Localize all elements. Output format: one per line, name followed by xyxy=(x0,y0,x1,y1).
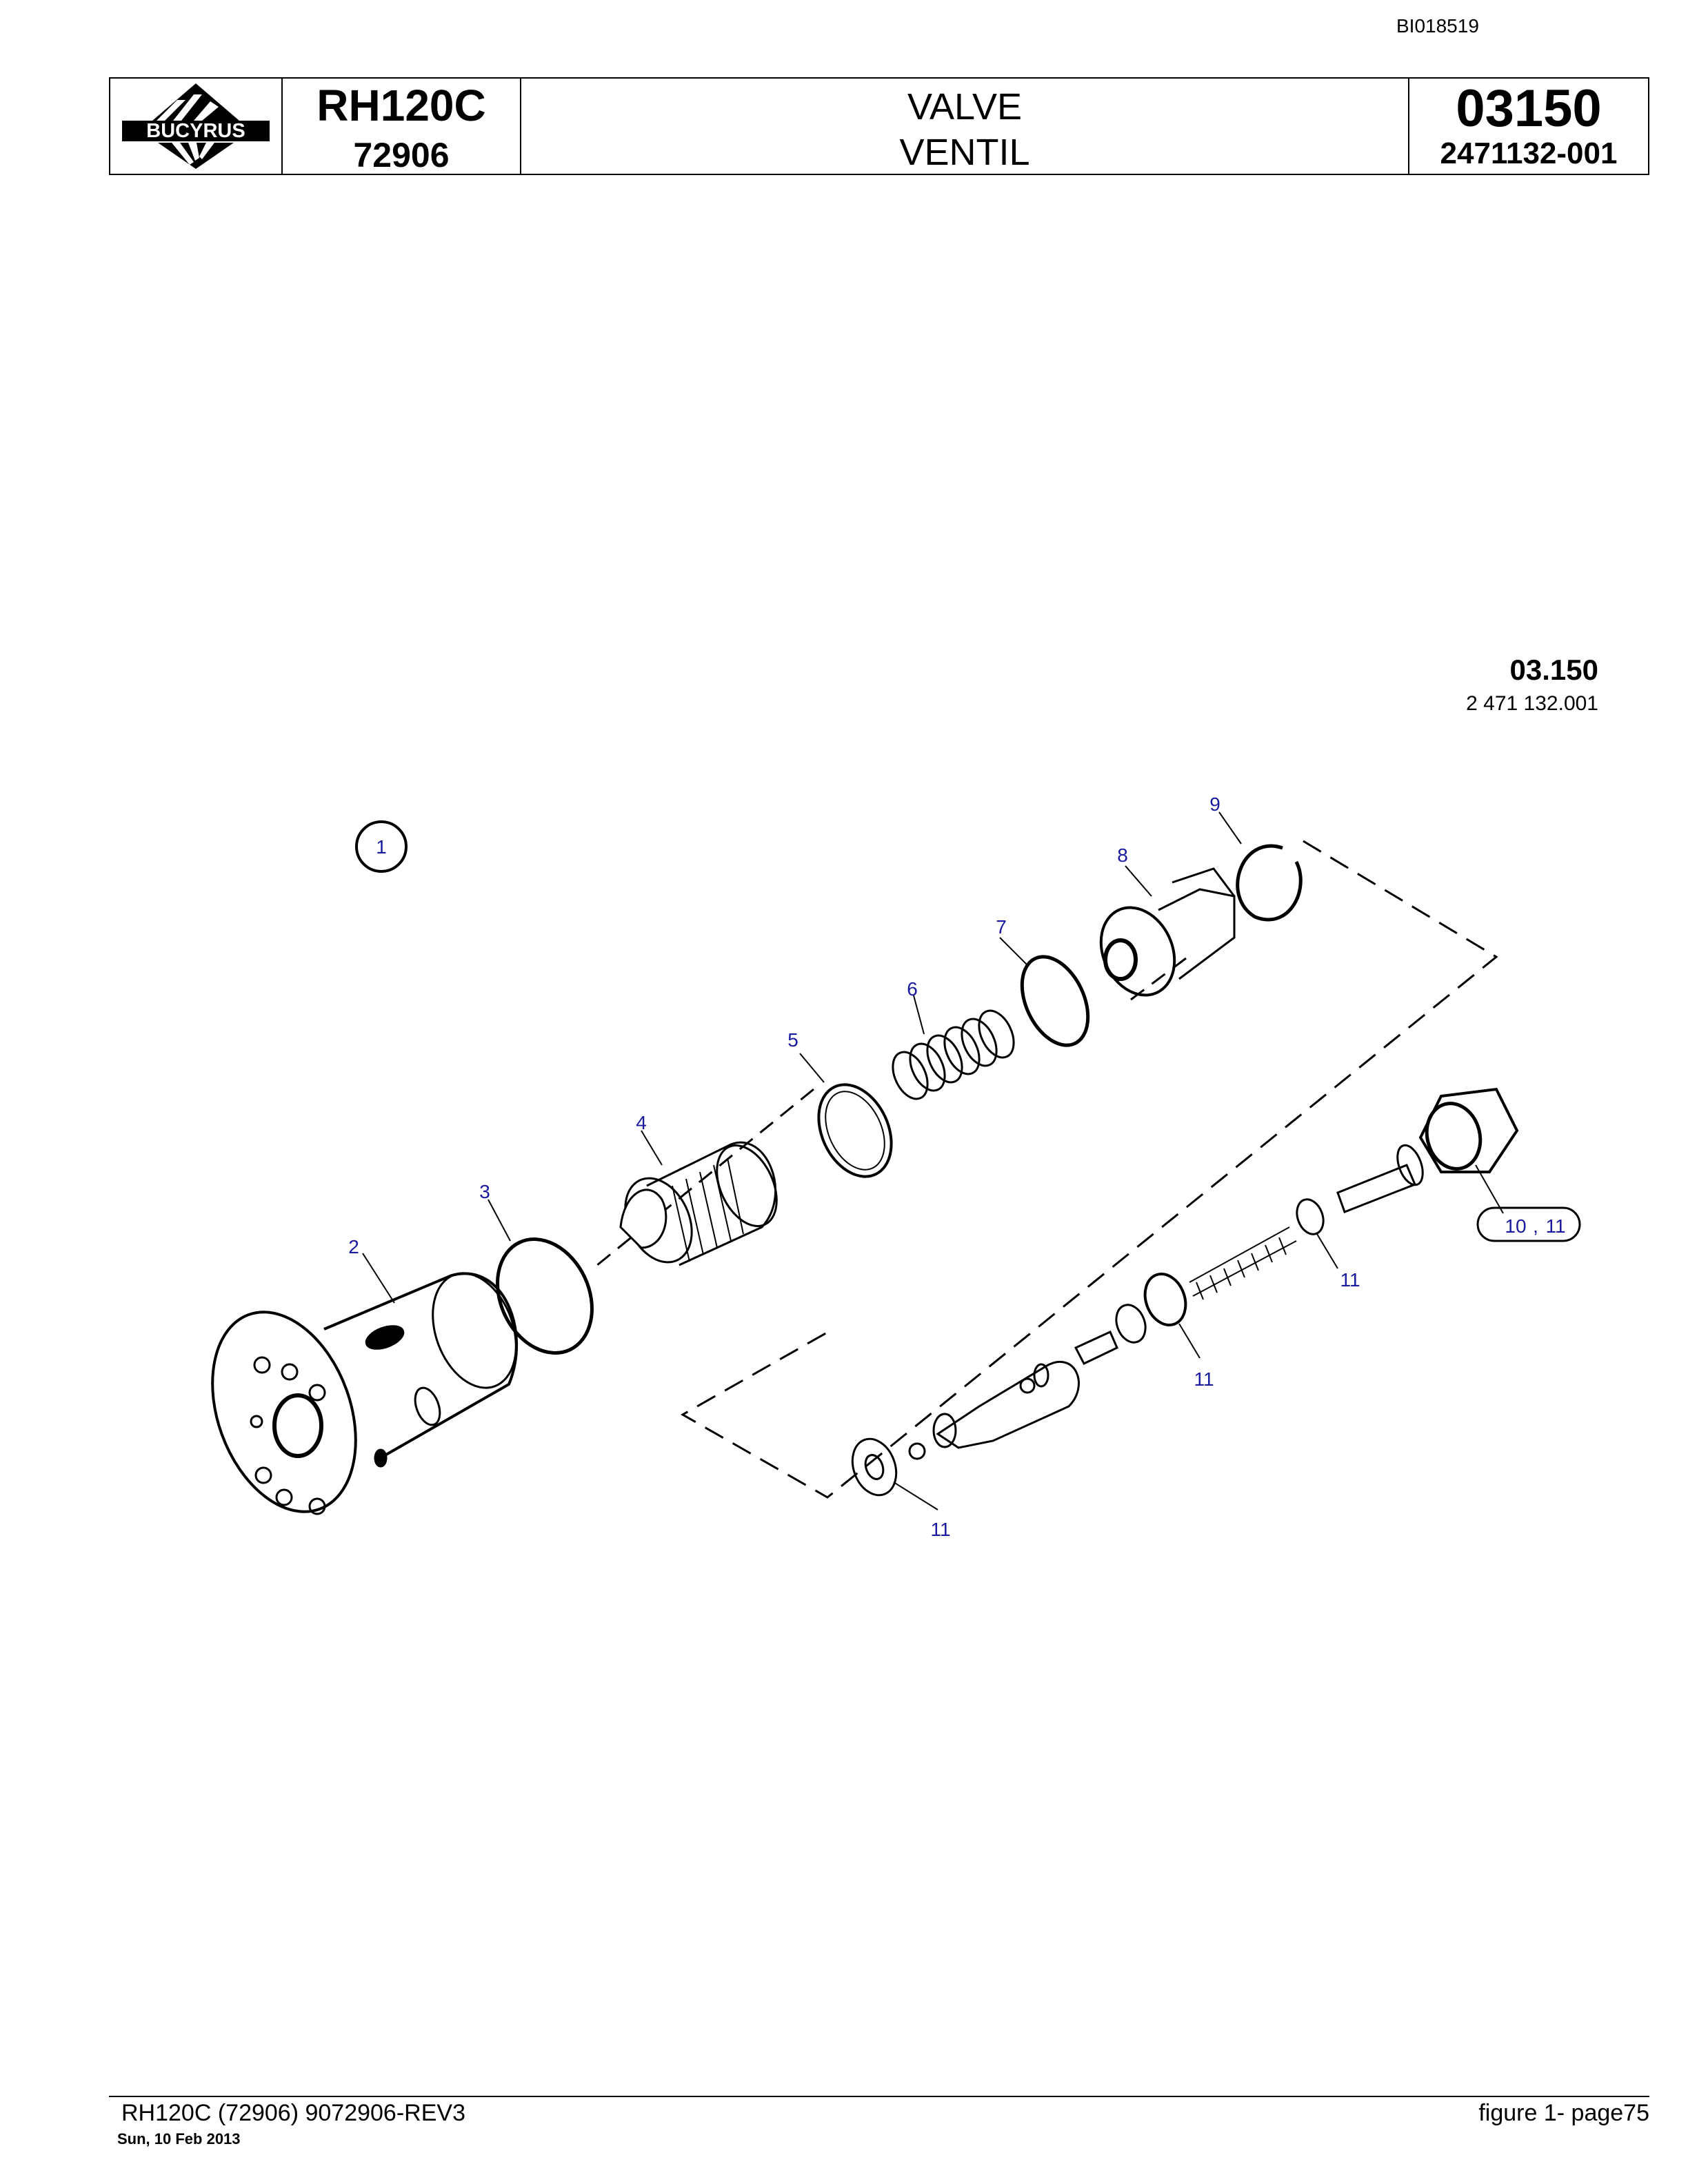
hex-nut xyxy=(1418,1087,1519,1173)
spring-6 xyxy=(892,1009,1015,1100)
bucyrus-logo: BUCYRUS xyxy=(122,83,270,169)
callout-11-a: 11 xyxy=(1545,1215,1565,1237)
logo-cell: BUCYRUS xyxy=(110,79,283,174)
title-cell: VALVE VENTIL xyxy=(521,79,1409,174)
logo-text: BUCYRUS xyxy=(146,120,245,142)
plunger xyxy=(1336,1144,1424,1213)
o-ring-7 xyxy=(1020,955,1090,1047)
callout-4: 4 xyxy=(636,1112,647,1133)
callout-11-b: 11 xyxy=(1340,1269,1360,1291)
serial-number: 72906 xyxy=(353,136,450,174)
spring-lower xyxy=(1189,1226,1297,1300)
o-ring-3 xyxy=(496,1237,594,1355)
washer-11b xyxy=(1296,1198,1325,1235)
ball xyxy=(908,1442,926,1460)
callout-separator: , xyxy=(1533,1215,1538,1237)
valve-spool xyxy=(932,1360,1080,1449)
callout-11-c: 11 xyxy=(1194,1368,1214,1390)
footer-date: Sun, 10 Feb 2013 xyxy=(117,2130,241,2147)
pin xyxy=(1074,1304,1147,1365)
title-german: VENTIL xyxy=(899,132,1030,173)
code-cell: 03150 2471132-001 xyxy=(1409,79,1648,174)
model-cell: RH120C 72906 xyxy=(283,79,521,174)
footer-document-ref: RH120C (72906) 9072906-REV3 xyxy=(121,2100,465,2126)
title-block: BUCYRUS RH120C 72906 VALVE VENTIL 03150 … xyxy=(109,77,1649,175)
snap-ring-9 xyxy=(1236,844,1303,922)
plug-8 xyxy=(1099,867,1236,997)
figure-part-number: 2 471 132.001 xyxy=(1466,692,1598,715)
footer-rule xyxy=(109,2096,1649,2097)
title-english: VALVE xyxy=(907,86,1023,128)
callout-circle-1 xyxy=(355,820,408,873)
callout-2: 2 xyxy=(348,1236,359,1257)
o-ring-11 xyxy=(1143,1273,1187,1326)
callout-7: 7 xyxy=(996,916,1007,938)
callout-5: 5 xyxy=(787,1029,798,1051)
callout-3: 3 xyxy=(479,1181,490,1202)
callout-box-10-11 xyxy=(1476,1206,1581,1242)
part-number: 2471132-001 xyxy=(1440,136,1618,170)
valve-body xyxy=(211,1272,519,1515)
callout-6: 6 xyxy=(907,978,918,1000)
callout-9: 9 xyxy=(1209,793,1220,815)
washer-11a xyxy=(851,1437,898,1497)
ring-5 xyxy=(817,1083,893,1178)
assembly-boundary xyxy=(680,840,1498,1499)
section-code: 03150 xyxy=(1456,79,1602,138)
threaded-insert xyxy=(619,1141,778,1266)
callout-1: 1 xyxy=(376,836,387,858)
model-name: RH120C xyxy=(316,81,486,130)
footer-page-ref: figure 1- page75 xyxy=(1478,2100,1649,2126)
document-id: BI018519 xyxy=(1396,15,1479,37)
callout-10: 10 xyxy=(1505,1215,1526,1237)
callout-11-d: 11 xyxy=(930,1519,950,1540)
callout-8: 8 xyxy=(1117,845,1128,866)
figure-code: 03.150 xyxy=(1509,654,1598,686)
